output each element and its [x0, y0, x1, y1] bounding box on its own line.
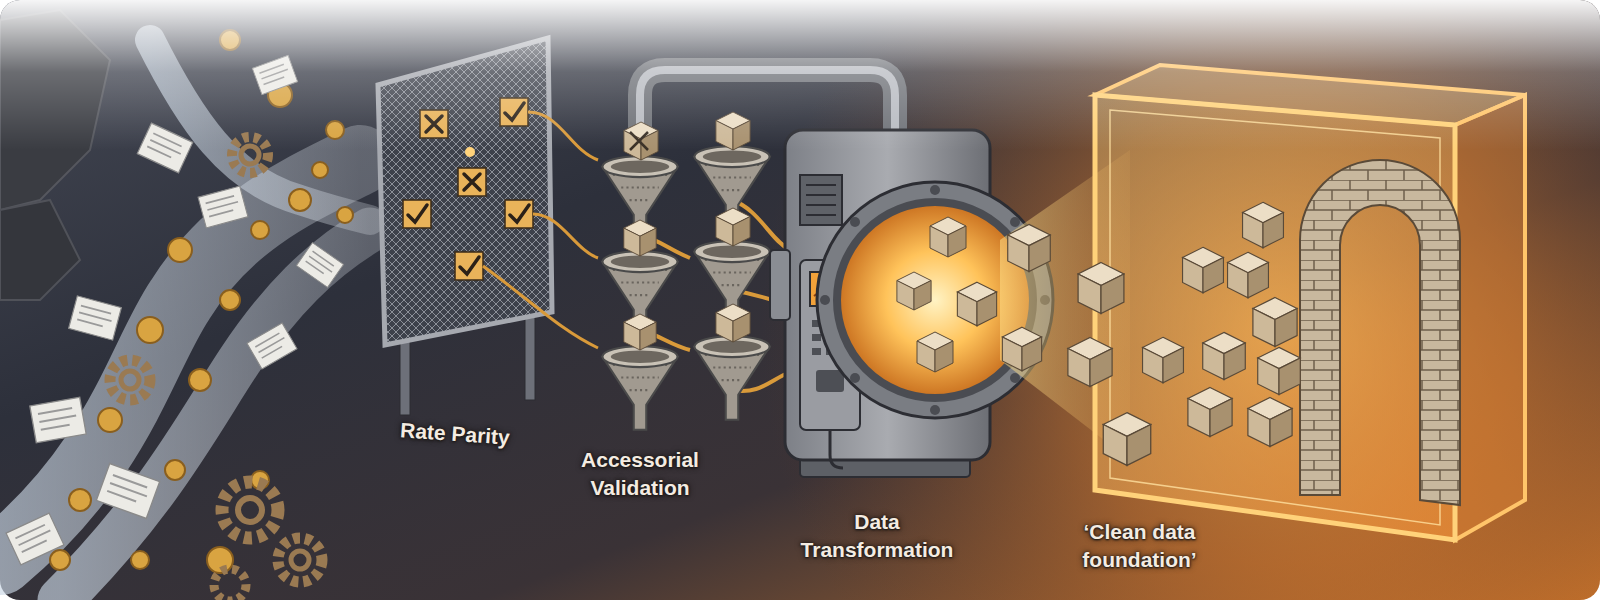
stage-label: Accessorial Validation — [560, 446, 720, 502]
label-holder: Data Transformation — [787, 508, 967, 564]
stage-label: Data Transformation — [787, 508, 967, 564]
stage-label: ‘Clean data foundation’ — [1052, 518, 1227, 574]
label-holder: Accessorial Validation — [560, 446, 720, 502]
label-holder: ‘Clean data foundation’ — [1052, 518, 1227, 574]
